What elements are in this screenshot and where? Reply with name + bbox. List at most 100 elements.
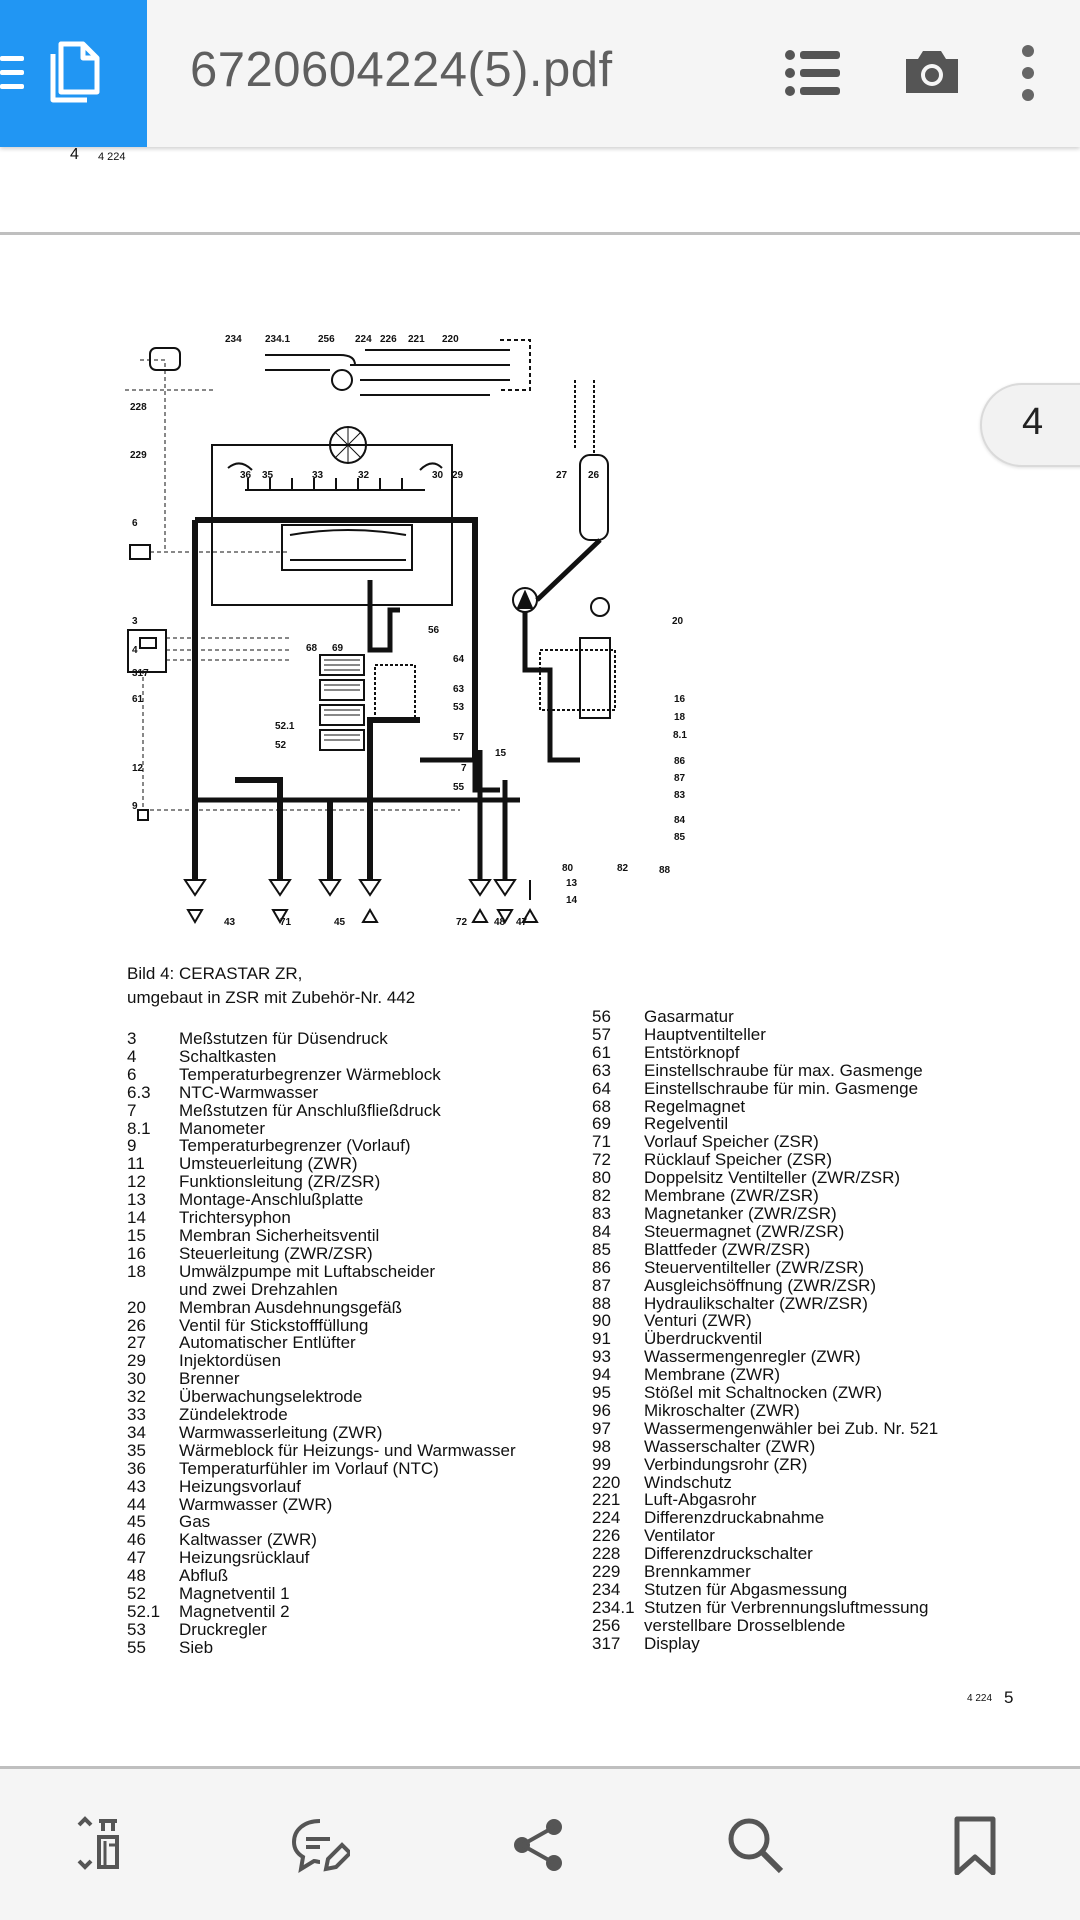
diagram-label: 228 [130,402,147,413]
page-divider [0,232,1080,235]
legend-row: 44 Warmwasser (ZWR) [127,1494,516,1514]
legend-text: Funktionsleitung (ZR/ZSR) [179,1172,381,1192]
legend-number: 14 [127,1208,146,1228]
legend-number: 45 [127,1512,146,1532]
diagram-label: 84 [674,815,686,826]
list-icon[interactable] [782,43,842,103]
legend-number: 221 [592,1490,621,1510]
diagram-label: 52.1 [275,721,295,732]
legend-number: 30 [127,1369,146,1389]
legend-number: 16 [127,1243,146,1263]
document-title: 6720604224(5).pdf [190,43,613,97]
diagram-label: 7 [461,763,467,774]
document-icon[interactable] [47,40,103,104]
legend-text: Verbindungsrohr (ZR) [644,1454,808,1474]
legend-text: Hydraulikschalter (ZWR/ZSR) [644,1293,868,1313]
search-icon[interactable] [725,1815,785,1875]
legend-number: 63 [592,1060,611,1080]
legend-text: Membrane (ZWR) [644,1365,781,1385]
diagram-label: 226 [380,334,397,345]
legend-row: und zwei Drehzahlen [127,1280,516,1299]
legend-number: 26 [127,1315,146,1335]
bookmark-icon[interactable] [945,1815,1005,1875]
more-vert-icon[interactable] [1006,43,1066,103]
legend-number: 93 [592,1347,611,1367]
legend-text: Steuerleitung (ZWR/ZSR) [179,1243,373,1263]
diagram-label: 234 [225,334,242,345]
legend-number: 9 [127,1136,137,1156]
legend-number: 98 [592,1436,611,1456]
legend-text: Warmwasser (ZWR) [179,1494,333,1514]
legend-number: 44 [127,1494,146,1514]
legend-number: 46 [127,1530,146,1550]
legend-text: Differenzdruckschalter [644,1544,813,1564]
bottom-toolbar [0,1769,1080,1920]
legend-number: 99 [592,1454,611,1474]
legend-number: 256 [592,1615,621,1635]
sidebar-toggle[interactable] [0,0,147,147]
legend-number: 29 [127,1351,146,1371]
legend-text: NTC-Warmwasser [179,1082,319,1102]
page-indicator-tab[interactable]: 4 [980,383,1080,467]
diagram-label: 8.1 [673,730,687,741]
page-thumbnails-icon[interactable] [75,1815,135,1875]
comment-edit-icon[interactable] [290,1815,350,1875]
legend-number: 226 [592,1526,621,1546]
legend-text: Zündelektrode [179,1405,288,1425]
legend-text: Mikroschalter (ZWR) [644,1400,800,1420]
camera-icon[interactable] [902,43,962,103]
diagram-label: 14 [566,895,578,906]
legend-text: Manometer [179,1118,265,1138]
page-code-bottom: 4 224 [967,1693,993,1704]
legend-text: Regelventil [644,1114,729,1134]
legend-number: 220 [592,1472,621,1492]
diagram-label: 43 [224,917,236,928]
figure-caption: Bild 4: CERASTAR ZR, umgebaut in ZSR mit… [127,962,415,1010]
diagram-label: 27 [556,470,568,481]
legend-number: 57 [592,1024,611,1044]
diagram-label: 45 [334,917,346,928]
legend-number: 224 [592,1508,621,1528]
legend-text: Umsteuerleitung (ZWR) [179,1154,358,1174]
legend-text: Gasarmatur [644,1007,734,1026]
share-icon[interactable] [508,1815,568,1875]
diagram-label: 220 [442,334,459,345]
legend-number: 86 [592,1257,611,1277]
caption-line-1: Bild 4: CERASTAR ZR, [127,964,303,983]
diagram-label: 29 [452,470,464,481]
menu-icon[interactable] [0,56,24,90]
legend-text: Meßstutzen für Düsendruck [179,1029,388,1048]
